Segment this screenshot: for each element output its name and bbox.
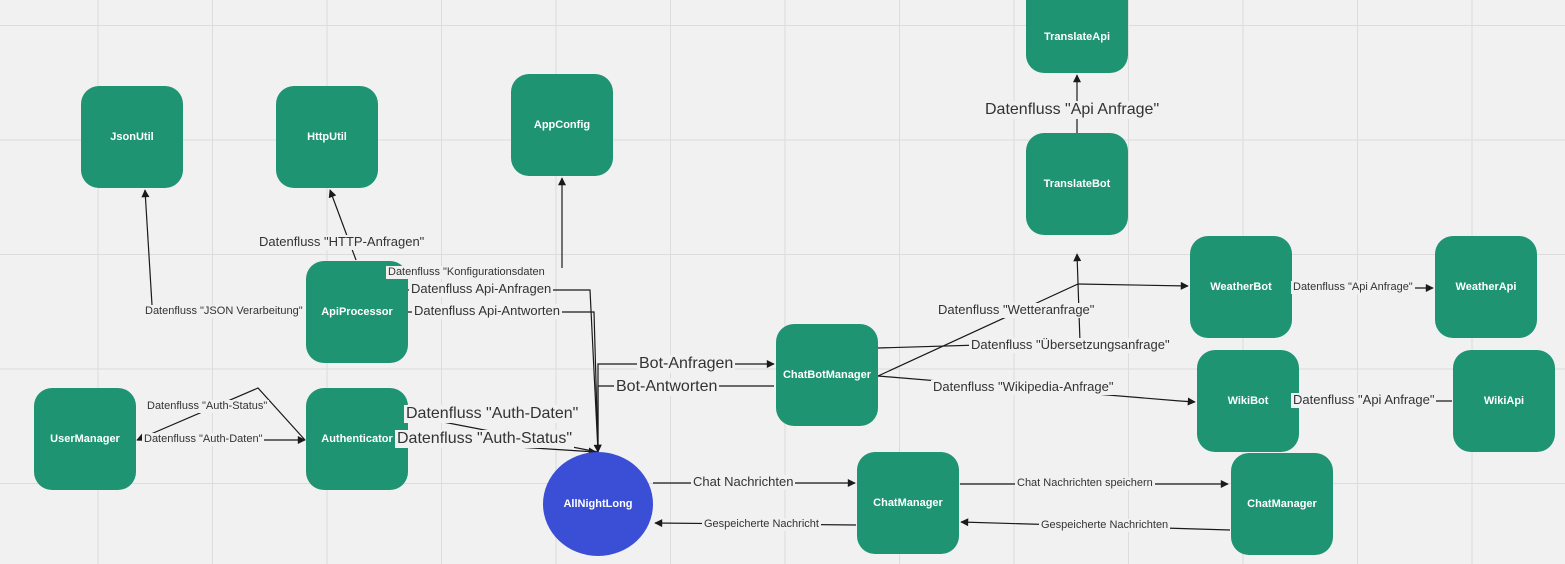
label-chat-nachrichten-speichern: Chat Nachrichten speichern [1015,477,1155,490]
label-wikipedia-anfrage: Datenfluss "Wikipedia-Anfrage" [931,379,1116,395]
node-chatbotmanager[interactable]: ChatBotManager [776,324,878,426]
node-weatherapi[interactable]: WeatherApi [1435,236,1537,338]
node-wikibot[interactable]: WikiBot [1197,350,1299,452]
edge-auth-status-small[interactable] [136,387,306,441]
label-api-anfrage-weather: Datenfluss "Api Anfrage" [1291,281,1415,294]
node-allnightlong[interactable]: AllNightLong [543,452,653,556]
edge-apiprocessor-jsonutil[interactable] [141,189,153,306]
label-bot-antworten: Bot-Antworten [614,378,720,397]
label-api-anfrage-translate: Datenfluss "Api Anfrage" [983,101,1162,120]
node-usermanager[interactable]: UserManager [34,388,136,490]
node-translateapi-label: TranslateApi [1043,30,1111,43]
label-api-anfragen: Datenfluss Api-Anfragen [409,281,554,297]
label-auth-daten-small: Datenfluss "Auth-Daten" [142,433,265,446]
label-auth-daten-large: Datenfluss "Auth-Daten" [404,405,581,424]
node-chatmanager-storage[interactable]: ChatManager [1231,453,1333,555]
label-api-antworten: Datenfluss Api-Antworten [412,303,562,319]
edge-chatbot-translatebot[interactable] [877,253,1082,349]
node-chatmanager[interactable]: ChatManager [857,452,959,554]
edge-chatbot-weatherbot[interactable] [877,281,1189,377]
node-appconfig[interactable]: AppConfig [511,74,613,176]
node-jsonutil[interactable]: JsonUtil [81,86,183,188]
label-http-anfragen: Datenfluss "HTTP-Anfragen" [257,234,427,250]
node-weatherbot[interactable]: WeatherBot [1190,236,1292,338]
label-gespeicherte-nachricht: Gespeicherte Nachricht [702,518,821,531]
label-uebersetzungsanfrage: Datenfluss "Übersetzungsanfrage" [969,337,1172,353]
node-authenticator[interactable]: Authenticator [306,388,408,490]
node-httputil[interactable]: HttpUtil [276,86,378,188]
label-api-anfrage-wiki: Datenfluss "Api Anfrage" [1291,392,1437,408]
label-bot-anfragen: Bot-Anfragen [637,355,736,374]
label-auth-status-small: Datenfluss "Auth-Status" [145,400,270,413]
label-chat-nachrichten: Chat Nachrichten [691,474,796,490]
label-json-verarbeitung: Datenfluss "JSON Verarbeitung" [143,305,305,318]
node-wikiapi[interactable]: WikiApi [1453,350,1555,452]
label-gespeicherte-nachrichten: Gespeicherte Nachrichten [1039,519,1171,532]
label-konfigurationsdaten: Datenfluss "Konfigurationsdaten [386,266,547,279]
label-wetteranfrage: Datenfluss "Wetteranfrage" [936,302,1097,318]
node-translatebot[interactable]: TranslateBot [1026,133,1128,235]
node-translateapi[interactable]: TranslateApi [1026,0,1128,73]
label-auth-status-large: Datenfluss "Auth-Status" [395,430,574,449]
